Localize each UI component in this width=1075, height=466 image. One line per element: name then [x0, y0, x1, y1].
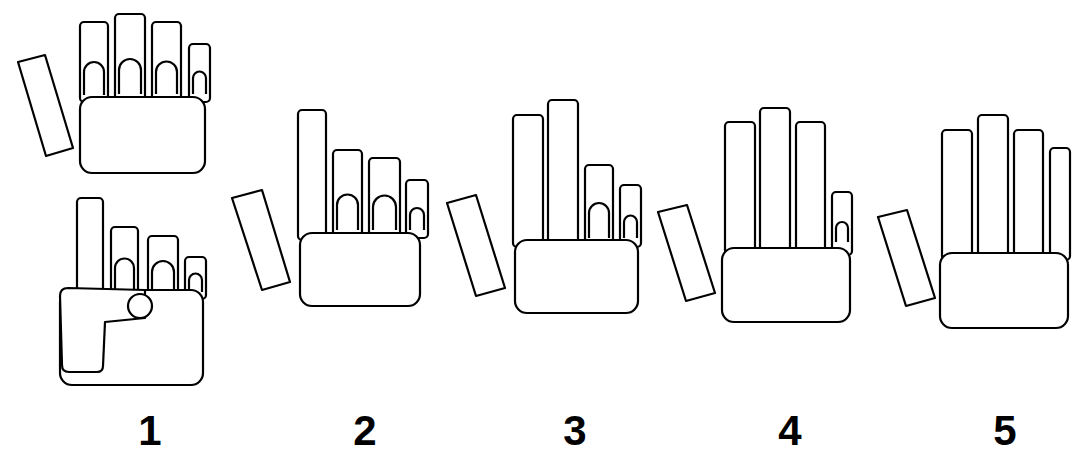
hand-two — [232, 110, 428, 306]
count-number: 5 — [993, 410, 1016, 452]
hand-zero — [18, 14, 210, 173]
hand-one — [60, 198, 206, 385]
count-number: 1 — [138, 410, 161, 452]
count-number: 3 — [563, 410, 586, 452]
hand-three — [447, 100, 641, 313]
count-number: 2 — [353, 410, 376, 452]
hand-five — [878, 115, 1070, 328]
count-number: 4 — [778, 410, 801, 452]
hand-four — [658, 108, 852, 322]
